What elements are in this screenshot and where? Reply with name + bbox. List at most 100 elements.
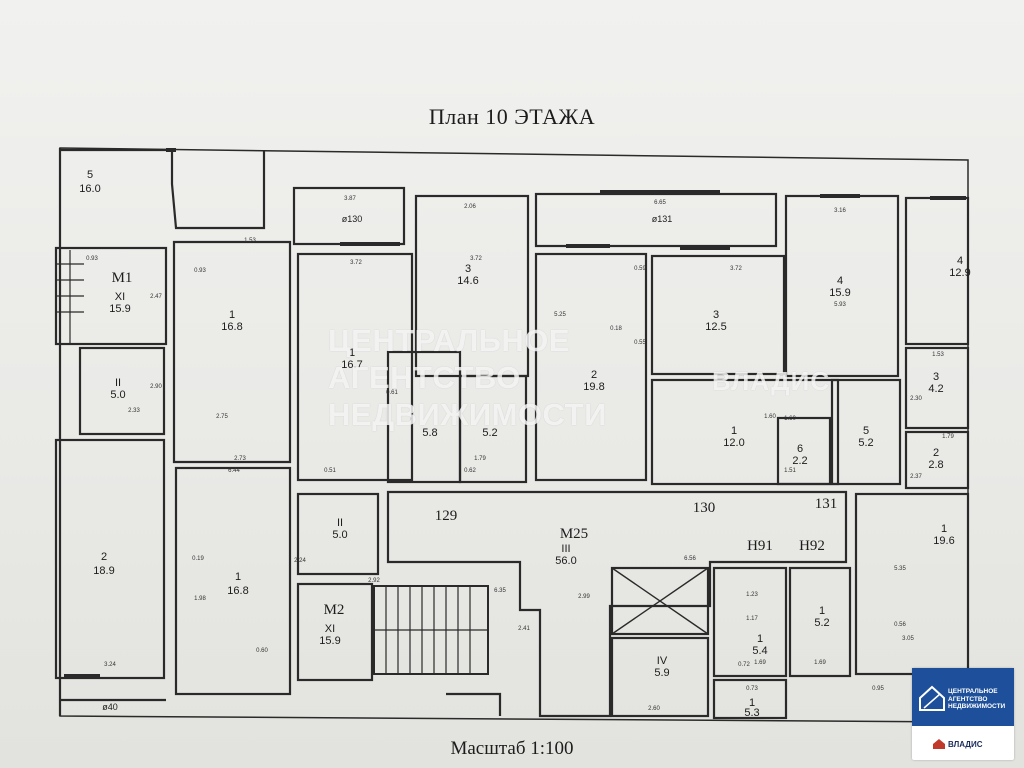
dimension-label: 2.73 [234, 456, 246, 462]
label-d130: ø130 [342, 214, 363, 224]
room-ii-num: II [115, 377, 121, 389]
label-d40: ø40 [102, 702, 118, 712]
room-iv-num: IV [657, 655, 668, 667]
dimension-label: 6.44 [228, 468, 240, 474]
dimension-label: 0.56 [894, 622, 906, 628]
dimension-label: 0.55 [634, 340, 646, 346]
room-ii-mid-area: 5.0 [332, 529, 347, 541]
dimension-label: 2.99 [578, 594, 590, 600]
room-1-mid-num: 1 [235, 571, 241, 583]
dimension-label: 0.72 [738, 662, 750, 668]
dimension-label: 1.17 [746, 616, 758, 622]
room-129-b2-area: 5.2 [482, 427, 497, 439]
logo-line: НЕДВИЖИМОСТИ [948, 703, 1006, 710]
label-h91: H91 [747, 538, 773, 554]
label-apt-129: 129 [435, 508, 458, 524]
dimension-label: 0.93 [86, 256, 98, 262]
page-title: План 10 ЭТАЖА [428, 104, 596, 129]
dimension-label: 0.61 [386, 390, 398, 396]
room-130-3-area: 12.5 [705, 321, 726, 333]
room-129-b1-area: 5.8 [422, 427, 437, 439]
dimension-label: 2.33 [128, 408, 140, 414]
dimension-label: 2.75 [216, 414, 228, 420]
dimension-label: 6.65 [654, 200, 666, 206]
home-icon [933, 739, 945, 749]
label-m25: M25 [560, 526, 588, 542]
label-m1: M1 [112, 270, 133, 286]
dimension-label: 1.23 [746, 592, 758, 598]
room-129-3-num: 3 [465, 263, 471, 275]
room-m25-area: 56.0 [555, 555, 576, 567]
logo-line: АГЕНТСТВО [948, 695, 988, 703]
dimension-label: 0.73 [746, 686, 758, 692]
room-m1-num: XI [115, 291, 125, 303]
room-129-1-area: 16.7 [341, 359, 362, 371]
room-h92-num: 1 [819, 605, 825, 617]
label-apt-131: 131 [815, 496, 838, 512]
dimension-label: 2.92 [368, 578, 380, 584]
dimension-label: 6.35 [494, 588, 506, 594]
dimension-label: 1.98 [194, 596, 206, 602]
logo-banner: ЦЕНТРАЛЬНОЕ АГЕНТСТВО НЕДВИЖИМОСТИ [912, 668, 1014, 726]
dimension-label: 0.18 [610, 326, 622, 332]
room-h91-num: 1 [757, 633, 763, 645]
dimension-label: 1.69 [814, 660, 826, 666]
room-h-bottom-num: 1 [749, 697, 755, 709]
dimension-label: 1.60 [764, 414, 776, 420]
room-130-2-area: 19.8 [583, 381, 604, 393]
dimension-label: 0.19 [192, 556, 204, 562]
room-1-mid-area: 16.8 [227, 585, 248, 597]
dimension-label: 1.60 [784, 416, 796, 422]
dimension-label: 5.25 [554, 312, 566, 318]
logo-line: ЦЕНТРАЛЬНОЕ [948, 688, 998, 695]
dimension-label: 2.37 [910, 474, 922, 480]
dimension-label: 2.24 [294, 558, 306, 564]
dimension-label: 0.95 [872, 686, 884, 692]
label-apt-130: 130 [693, 500, 716, 516]
dimension-label: 1.53 [932, 352, 944, 358]
dimension-label: 0.93 [194, 268, 206, 274]
room-2-left-area: 18.9 [93, 565, 114, 577]
dimension-label: 3.24 [104, 662, 116, 668]
room-right-2-num: 2 [933, 447, 939, 459]
room-ii-area: 5.0 [110, 389, 125, 401]
room-iv-area: 5.9 [654, 667, 669, 679]
watermark-right: ВЛАДИС [712, 366, 831, 396]
room-129-3-area: 14.6 [457, 275, 478, 287]
dimension-label: 2.60 [648, 706, 660, 712]
room-ii-mid-num: II [337, 517, 343, 529]
dimension-label: 3.72 [350, 260, 362, 266]
house-icon [919, 685, 945, 711]
room-right-2-area: 2.8 [928, 459, 943, 471]
dimension-label: 3.72 [730, 266, 742, 272]
room-130-5-area: 5.2 [858, 437, 873, 449]
room-130-6-num: 6 [797, 443, 803, 455]
room-131-4-num: 4 [837, 275, 843, 287]
dimension-label: 3.16 [834, 208, 846, 214]
room-top-left-area: 16.0 [79, 183, 100, 195]
room-130-2-num: 2 [591, 369, 597, 381]
dimension-label: 2.41 [518, 626, 530, 632]
room-130-1-num: 1 [731, 425, 737, 437]
room-1-left-num: 1 [229, 309, 235, 321]
dimension-label: 1.79 [942, 434, 954, 440]
room-m2-num: XI [325, 623, 335, 635]
room-m1-area: 15.9 [109, 303, 130, 315]
dimension-label: 0.51 [324, 468, 336, 474]
room-130-1-area: 12.0 [723, 437, 744, 449]
watermark-left: ЦЕНТРАЛЬНОЕ АГЕНТСТВО НЕДВИЖИМОСТИ [328, 322, 607, 433]
room-h91-area: 5.4 [752, 645, 767, 657]
room-m25-num: III [561, 543, 570, 555]
label-d131: ø131 [652, 214, 673, 224]
label-m2: M2 [324, 602, 345, 618]
dimension-label: 6.56 [684, 556, 696, 562]
room-right-1-num: 1 [941, 523, 947, 535]
dimension-label: 2.30 [910, 396, 922, 402]
room-m2-area: 15.9 [319, 635, 340, 647]
room-right-3-area: 4.2 [928, 383, 943, 395]
room-right-4-num: 4 [957, 255, 963, 267]
dimension-label: 5.93 [834, 302, 846, 308]
dimension-label: 3.72 [470, 256, 482, 262]
